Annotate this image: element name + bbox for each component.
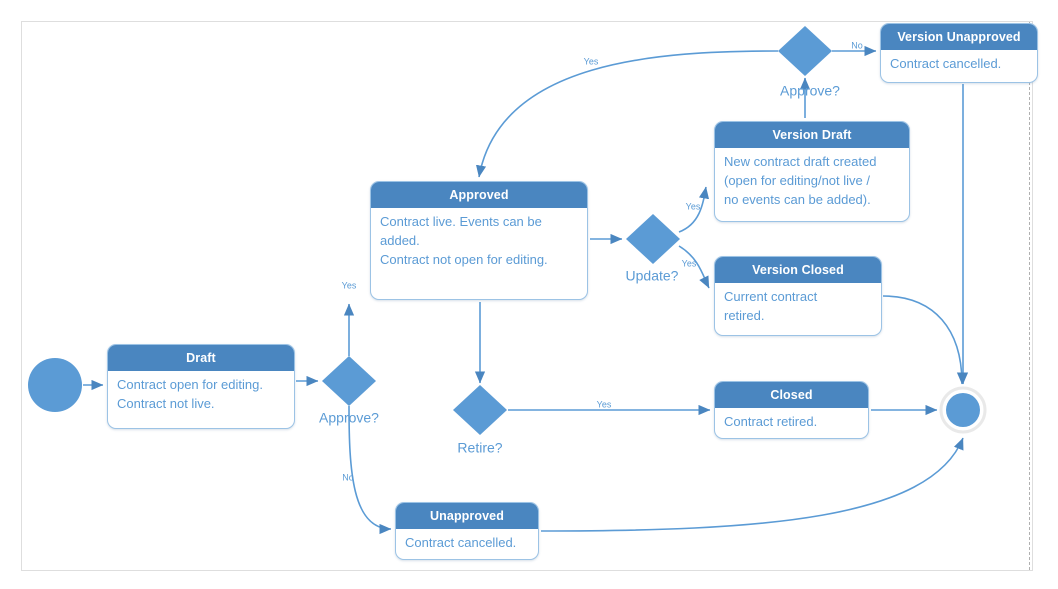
terminal-nodes xyxy=(28,358,987,434)
decision-nodes: Approve? Update? Retire? Approve? xyxy=(319,26,840,456)
edge-version-closed-to-end xyxy=(882,295,968,385)
edge-update-yes-to-version-draft xyxy=(678,186,710,233)
edge-update-yes-to-version-closed xyxy=(678,245,710,289)
edge-label-approve-upper-yes-to-approved: Yes xyxy=(584,56,599,66)
edge-unapproved-to-end xyxy=(540,437,964,532)
decision-approve_lower[interactable] xyxy=(322,356,376,406)
state-body-version_draft: New contract draft created (open for edi… xyxy=(724,154,877,207)
decision-label-approve_upper: Approve? xyxy=(780,83,840,99)
state-title-version_closed: Version Closed xyxy=(715,257,881,283)
start-node[interactable] xyxy=(28,358,82,412)
decision-label-approve_lower: Approve? xyxy=(319,410,379,426)
state-title-draft: Draft xyxy=(108,345,294,371)
edge-label-update-yes-to-version-closed: Yes xyxy=(682,258,697,268)
state-title-version_draft: Version Draft xyxy=(715,122,909,148)
decision-retire[interactable] xyxy=(453,385,507,435)
state-body-version_unapproved: Contract cancelled. xyxy=(890,56,1002,71)
state-title-version_unapproved: Version Unapproved xyxy=(881,24,1037,50)
edge-label-retire-yes-to-closed: Yes xyxy=(597,399,612,409)
edge-approve-no-to-unapproved xyxy=(348,405,392,535)
state-title-unapproved: Unapproved xyxy=(396,503,538,529)
edge-label-approve-upper-no-to-version-unapproved: No xyxy=(851,40,863,50)
edge-approve-upper-yes-to-approved xyxy=(476,50,779,178)
edge-label-update-yes-to-version-draft: Yes xyxy=(686,201,701,211)
state-body-approved: Contract live. Events can be added. Cont… xyxy=(380,214,548,267)
decision-update[interactable] xyxy=(626,214,680,264)
page-boundary-guide xyxy=(1029,22,1030,570)
end-node-ring xyxy=(939,386,987,434)
end-node[interactable] xyxy=(946,393,980,427)
state-body-version_closed: Current contract retired. xyxy=(724,289,818,323)
state-body-draft: Contract open for editing. Contract not … xyxy=(117,377,263,411)
state-title-approved: Approved xyxy=(371,182,587,208)
decision-label-retire: Retire? xyxy=(457,440,502,456)
edge-label-approve-yes-to-approved: Yes xyxy=(342,280,357,290)
state-body-unapproved: Contract cancelled. xyxy=(405,535,517,550)
decision-approve_upper[interactable] xyxy=(778,26,832,76)
decision-label-update: Update? xyxy=(626,268,679,284)
state-title-closed: Closed xyxy=(715,382,868,408)
state-body-closed: Contract retired. xyxy=(724,414,818,429)
edge-label-approve-no-to-unapproved: No xyxy=(342,472,354,482)
